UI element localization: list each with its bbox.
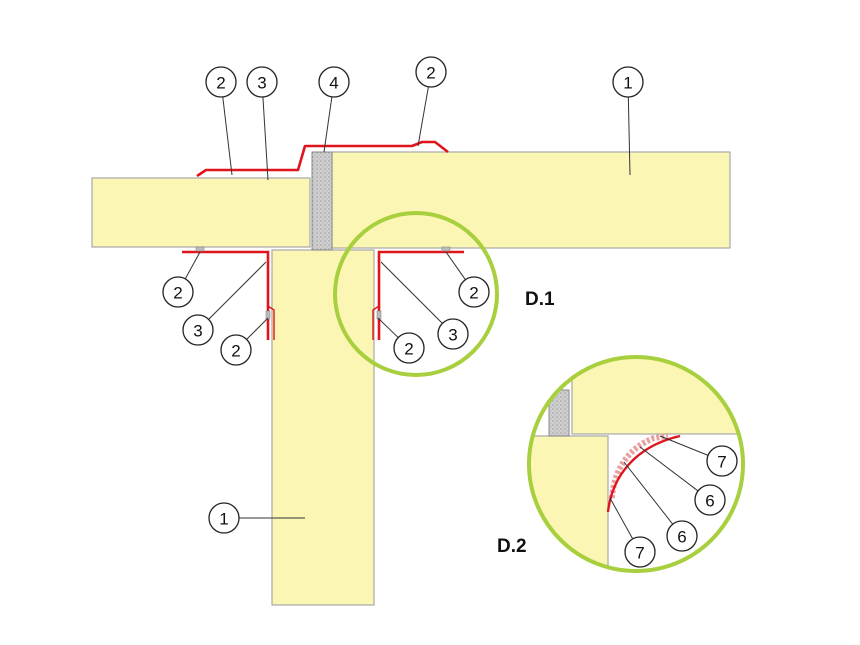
callout-9: 2 <box>458 276 490 308</box>
callout-circle <box>437 318 469 350</box>
callout-7: 3 <box>182 314 214 346</box>
leader-line-11 <box>380 261 443 324</box>
callout-3: 4 <box>318 66 350 98</box>
callout-label: 2 <box>426 64 435 83</box>
left-rivet-vertical <box>265 310 271 320</box>
leader-line-9 <box>445 251 466 280</box>
callout-label: 3 <box>257 74 266 93</box>
leader-line-8 <box>246 317 269 340</box>
callout-15: 6 <box>666 520 698 552</box>
callout-12: 1 <box>208 502 240 534</box>
leader-line-6 <box>184 251 201 280</box>
callout-label: 6 <box>677 528 686 547</box>
callout-label: 1 <box>623 74 632 93</box>
d2-wall-panel <box>529 435 609 571</box>
callout-circle <box>612 66 644 98</box>
detail-label-d2: D.2 <box>497 536 527 557</box>
detail-ring-d1 <box>333 211 499 377</box>
left-rivet <box>195 246 205 252</box>
callout-8: 2 <box>220 334 252 366</box>
callout-circle <box>415 56 447 88</box>
leader-line-7 <box>208 261 267 320</box>
callout-13: 7 <box>706 445 738 477</box>
callout-circle <box>458 276 490 308</box>
callout-2: 3 <box>246 66 278 98</box>
leader-line-15 <box>623 461 674 525</box>
callout-16: 7 <box>624 536 656 568</box>
leader-line-4 <box>417 86 429 147</box>
callout-circle <box>220 334 252 366</box>
callout-10: 2 <box>393 332 425 364</box>
left-roof-panel <box>91 177 311 248</box>
leader-line-2 <box>262 96 269 181</box>
leader-line-14 <box>639 446 699 492</box>
callout-label: 2 <box>173 284 182 303</box>
callout-circle <box>246 66 278 98</box>
leader-line-13 <box>659 435 709 456</box>
callout-circle <box>208 502 240 534</box>
callout-label: 2 <box>404 340 413 359</box>
leader-line-1 <box>222 96 233 176</box>
leader-lines <box>184 86 709 540</box>
right-rivet <box>441 246 451 252</box>
callout-circle <box>666 520 698 552</box>
right-angle-flashing <box>377 250 464 340</box>
callout-label: 4 <box>329 74 338 93</box>
leader-line-10 <box>377 317 399 338</box>
callout-label: 1 <box>219 510 228 529</box>
callout-6: 2 <box>162 276 194 308</box>
callout-11: 3 <box>437 318 469 350</box>
leader-line-3 <box>323 96 333 153</box>
right-roof-panel <box>331 151 731 249</box>
callout-label: 2 <box>231 342 240 361</box>
callout-label: 2 <box>469 284 478 303</box>
callout-circle <box>694 484 726 516</box>
callout-circle <box>162 276 194 308</box>
callout-4: 2 <box>415 56 447 88</box>
callout-circle <box>393 332 425 364</box>
d2-cove-flashing <box>606 434 681 513</box>
callout-label: 3 <box>193 322 202 341</box>
top-flashing <box>196 140 449 178</box>
callout-circle <box>624 536 656 568</box>
right-angle-flashing-return <box>372 305 380 340</box>
leader-line-16 <box>609 497 634 540</box>
left-angle-flashing-return <box>267 305 275 340</box>
left-angle-flashing <box>182 250 270 340</box>
callout-label: 6 <box>705 492 714 511</box>
detail-label-d1: D.1 <box>525 289 555 310</box>
vertical-wall-panel <box>271 249 375 606</box>
callout-label: 7 <box>635 544 644 563</box>
detail-ring-d2 <box>527 355 745 573</box>
callout-circle <box>318 66 350 98</box>
callout-circle <box>205 66 237 98</box>
callout-5: 1 <box>612 66 644 98</box>
callout-circle <box>182 314 214 346</box>
callout-label: 7 <box>717 453 726 472</box>
callout-label: 2 <box>216 74 225 93</box>
right-rivet-vertical <box>376 310 382 320</box>
leader-line-5 <box>627 96 631 176</box>
callout-1: 2 <box>205 66 237 98</box>
callout-circle <box>706 445 738 477</box>
callout-label: 3 <box>448 326 457 345</box>
sealant-joint <box>311 151 333 251</box>
d2-gasket-profile <box>609 433 669 499</box>
callout-14: 6 <box>694 484 726 516</box>
